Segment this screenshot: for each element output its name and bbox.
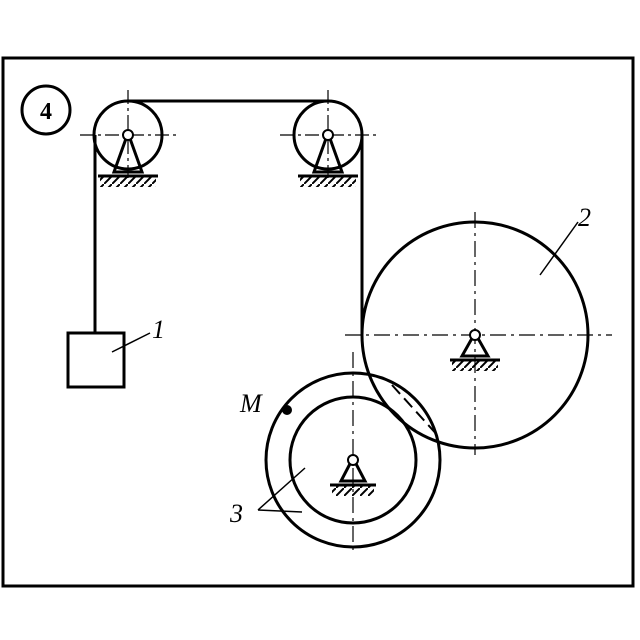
figure-frame: [1, 56, 635, 588]
load-label: 1: [152, 315, 165, 344]
wheel-3-label: 3: [229, 499, 243, 528]
wheel-2: 2: [345, 203, 612, 455]
wheel-2-label: 2: [578, 203, 591, 232]
pulley-left: [80, 90, 176, 187]
wheel-3: 3: [229, 352, 442, 555]
point-m: M: [239, 389, 292, 418]
rope: [93, 99, 364, 335]
load-block: 1: [66, 315, 165, 389]
figure-number: 4: [40, 99, 52, 125]
point-m-label: M: [239, 389, 263, 418]
figure-number-badge: 4: [20, 84, 72, 136]
pulley-right: [280, 90, 376, 187]
